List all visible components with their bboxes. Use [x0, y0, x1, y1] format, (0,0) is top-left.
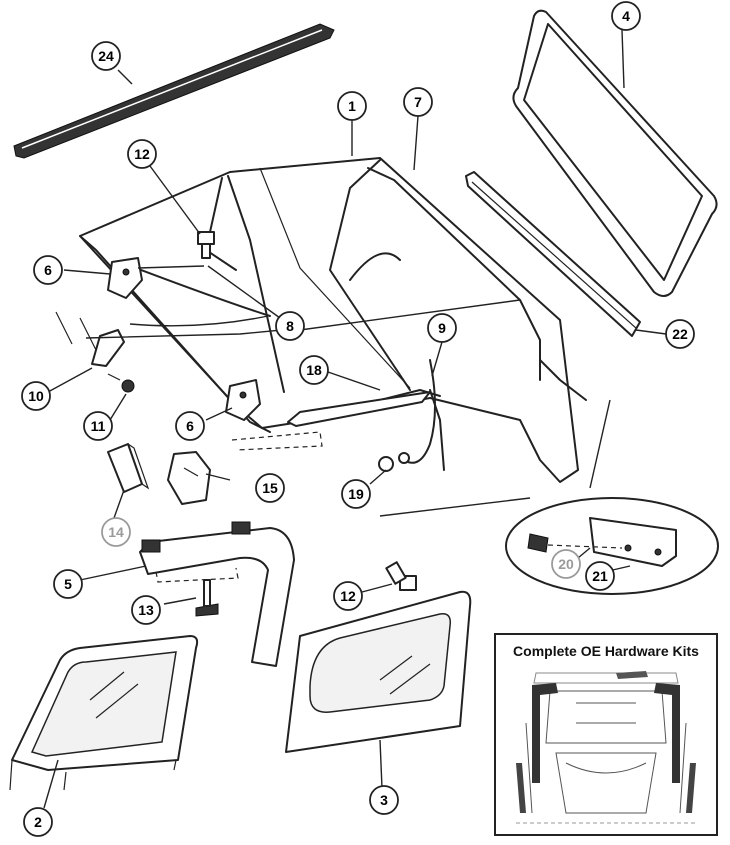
bracket-part-6b — [225, 379, 261, 421]
callout-7: 7 — [403, 87, 433, 117]
grommet-part-19 — [378, 456, 394, 472]
callout-2: 2 — [23, 807, 53, 837]
svg-text:19: 19 — [348, 486, 364, 502]
callout-5: 5 — [53, 569, 83, 599]
callout-6b: 6 — [175, 411, 205, 441]
svg-text:6: 6 — [186, 418, 194, 434]
svg-text:4: 4 — [622, 8, 630, 24]
svg-text:22: 22 — [672, 326, 688, 342]
callout-24: 24 — [91, 41, 121, 71]
svg-text:21: 21 — [592, 568, 608, 584]
hardware-kit-title: Complete OE Hardware Kits — [513, 643, 699, 659]
block-part-14 — [107, 443, 150, 493]
hardware-kit-panel: Complete OE Hardware Kits — [494, 633, 718, 836]
svg-text:20: 20 — [558, 556, 574, 572]
strap-part-10 — [55, 311, 125, 367]
callout-1: 1 — [337, 91, 367, 121]
svg-text:11: 11 — [91, 418, 106, 434]
svg-text:8: 8 — [286, 318, 294, 334]
svg-text:12: 12 — [340, 588, 356, 604]
callout-8: 8 — [275, 311, 305, 341]
callouts: 24 4 1 7 12 6 8 9 22 18 10 11 6 15 19 14… — [21, 1, 695, 837]
bolt-part-12b — [385, 561, 417, 591]
svg-text:7: 7 — [414, 94, 422, 110]
svg-text:12: 12 — [134, 146, 150, 162]
callout-18: 18 — [299, 355, 329, 385]
svg-text:24: 24 — [98, 48, 114, 64]
svg-text:2: 2 — [34, 814, 42, 830]
bolt-part-13 — [195, 579, 219, 617]
side-bow-part-5 — [139, 521, 295, 667]
rail-part-18 — [287, 391, 431, 427]
svg-text:14: 14 — [108, 524, 124, 540]
svg-text:6: 6 — [44, 262, 52, 278]
screw-part-11 — [107, 373, 135, 393]
callout-13: 13 — [131, 595, 161, 625]
callout-21: 21 — [585, 561, 615, 591]
bolt-part-12a — [197, 231, 215, 259]
callout-6a: 6 — [33, 255, 63, 285]
svg-text:15: 15 — [262, 480, 278, 496]
cover-part-15 — [167, 451, 211, 505]
hardware-kit-illustration — [516, 671, 696, 824]
callout-12b: 12 — [333, 581, 363, 611]
callout-9: 9 — [427, 313, 457, 343]
svg-text:10: 10 — [28, 388, 44, 404]
callout-4: 4 — [611, 1, 641, 31]
channel-strip-part-22 — [465, 171, 641, 337]
callout-15: 15 — [255, 473, 285, 503]
svg-text:13: 13 — [138, 602, 154, 618]
svg-text:3: 3 — [380, 792, 388, 808]
bracket-part-6a — [107, 257, 143, 299]
svg-text:1: 1 — [348, 98, 356, 114]
callout-12a: 12 — [127, 139, 157, 169]
window-seal-part-4 — [512, 9, 718, 297]
rear-side-window-part-3 — [285, 590, 472, 753]
weatherstrip-part-24 — [13, 23, 335, 159]
side-window-part-2 — [9, 635, 199, 791]
callout-19: 19 — [341, 479, 371, 509]
svg-text:9: 9 — [438, 320, 446, 336]
svg-text:18: 18 — [306, 362, 322, 378]
callout-14: 14 — [101, 517, 131, 547]
callout-22: 22 — [665, 319, 695, 349]
bow-rod-part-9 — [398, 359, 436, 464]
callout-10: 10 — [21, 381, 51, 411]
svg-text:5: 5 — [64, 576, 72, 592]
callout-3: 3 — [369, 785, 399, 815]
callout-20: 20 — [551, 549, 581, 579]
callout-11: 11 — [83, 411, 113, 441]
